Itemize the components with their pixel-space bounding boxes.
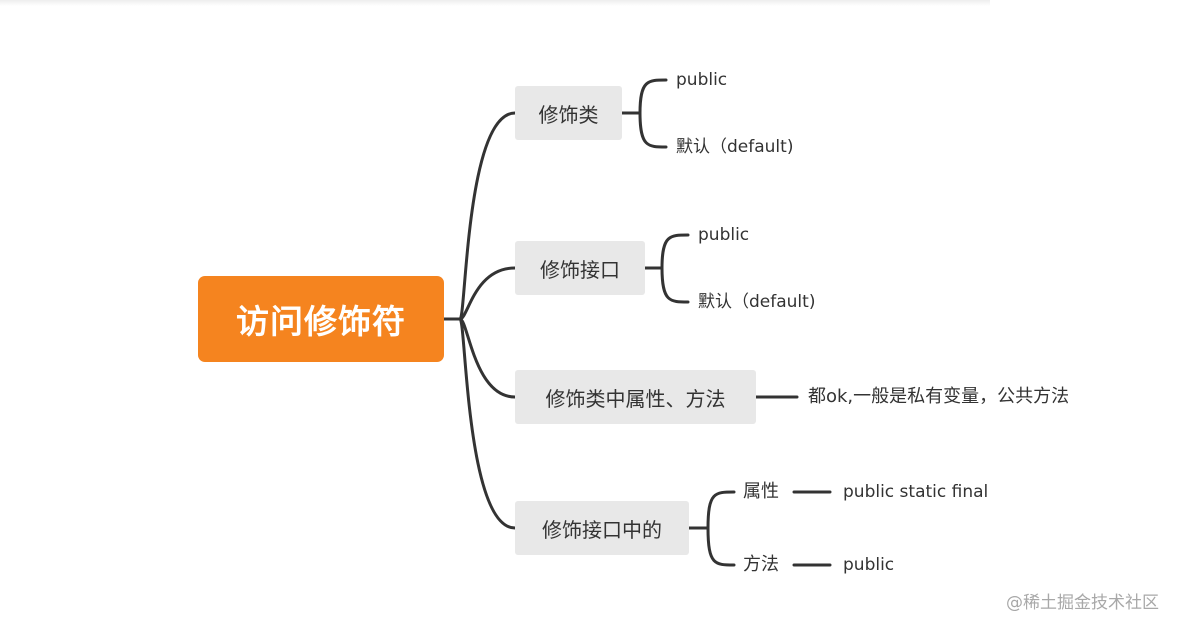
root-node-label: 访问修饰符 bbox=[236, 302, 406, 341]
leaf-node-method[interactable]: 方法 bbox=[743, 554, 779, 575]
leaf-node[interactable]: 默认（default) bbox=[698, 292, 816, 312]
branch-node-1[interactable]: 修饰类 bbox=[515, 86, 622, 140]
connector-b4-c1 bbox=[706, 490, 736, 530]
leaf-node-attribute[interactable]: 属性 bbox=[743, 481, 779, 502]
branch-node-4[interactable]: 修饰接口中的 bbox=[515, 501, 689, 555]
connector-b4-c2 bbox=[706, 526, 736, 567]
leaf-node-attribute-value[interactable]: public static final bbox=[843, 482, 989, 502]
leaf-node[interactable]: public bbox=[676, 70, 728, 90]
connector-b2-c2 bbox=[660, 266, 690, 304]
connector-branch-2 bbox=[458, 266, 517, 321]
connector-branch-3 bbox=[458, 317, 517, 399]
branch-node-label: 修饰接口中的 bbox=[542, 517, 662, 542]
leaf-node-method-value[interactable]: public bbox=[843, 555, 895, 575]
connector-b1-c1 bbox=[638, 78, 668, 115]
connector-b2-c1 bbox=[660, 233, 690, 270]
branch-node-3[interactable]: 修饰类中属性、方法 bbox=[515, 370, 756, 424]
watermark-text: @稀土掘金技术社区 bbox=[1006, 593, 1159, 613]
root-node[interactable]: 访问修饰符 bbox=[198, 276, 444, 362]
branch-node-label: 修饰类 bbox=[538, 102, 599, 127]
branch-node-label: 修饰类中属性、方法 bbox=[545, 386, 726, 411]
leaf-node[interactable]: 都ok,一般是私有变量，公共方法 bbox=[808, 386, 1070, 407]
connector-b1-c2 bbox=[638, 111, 668, 149]
leaf-node[interactable]: 默认（default) bbox=[676, 137, 794, 157]
leaf-node[interactable]: public bbox=[698, 225, 750, 245]
branch-node-label: 修饰接口 bbox=[540, 257, 620, 282]
top-edge-shadow bbox=[0, 0, 990, 6]
connector-branch-1 bbox=[458, 111, 517, 321]
branch-node-2[interactable]: 修饰接口 bbox=[515, 241, 645, 295]
connector-branch-4 bbox=[458, 317, 517, 530]
